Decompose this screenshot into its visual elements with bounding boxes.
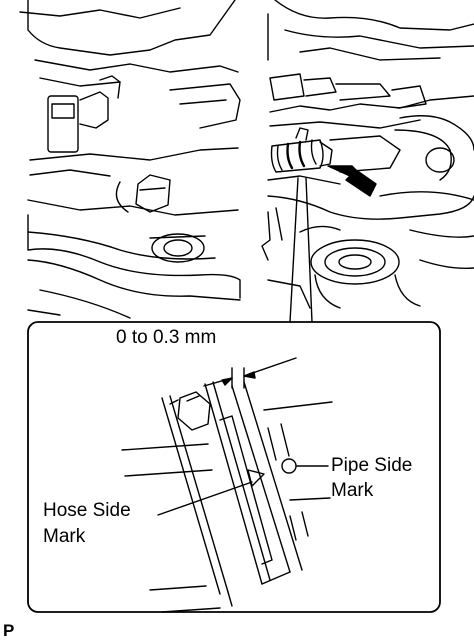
engine-bay-right-panel	[261, 0, 474, 309]
hose-clamp	[270, 127, 333, 173]
dimension-label: 0 to 0.3 mm	[116, 327, 217, 348]
figure-code-label: P	[3, 621, 15, 640]
callout-line	[305, 177, 313, 323]
engine-bay-left-panel	[19, 0, 241, 319]
hex-nut-icon	[169, 391, 211, 431]
hose-side-mark-icon	[247, 469, 265, 487]
hose-side-label-line1: Hose Side	[43, 500, 131, 521]
pipe-side-mark-icon	[281, 458, 297, 474]
pointer-arrow	[327, 165, 377, 197]
pipe-side-label-line2: Mark	[331, 480, 374, 501]
hose-side-label-line2: Mark	[43, 526, 86, 547]
dimension-indicator	[203, 357, 297, 389]
callout-line	[289, 177, 299, 323]
hose-body	[149, 381, 291, 613]
detail-frame	[27, 321, 441, 613]
pipe-side-label-line1: Pipe Side	[331, 455, 413, 476]
hose-side-leader-line	[157, 481, 253, 516]
pipe	[121, 381, 333, 573]
